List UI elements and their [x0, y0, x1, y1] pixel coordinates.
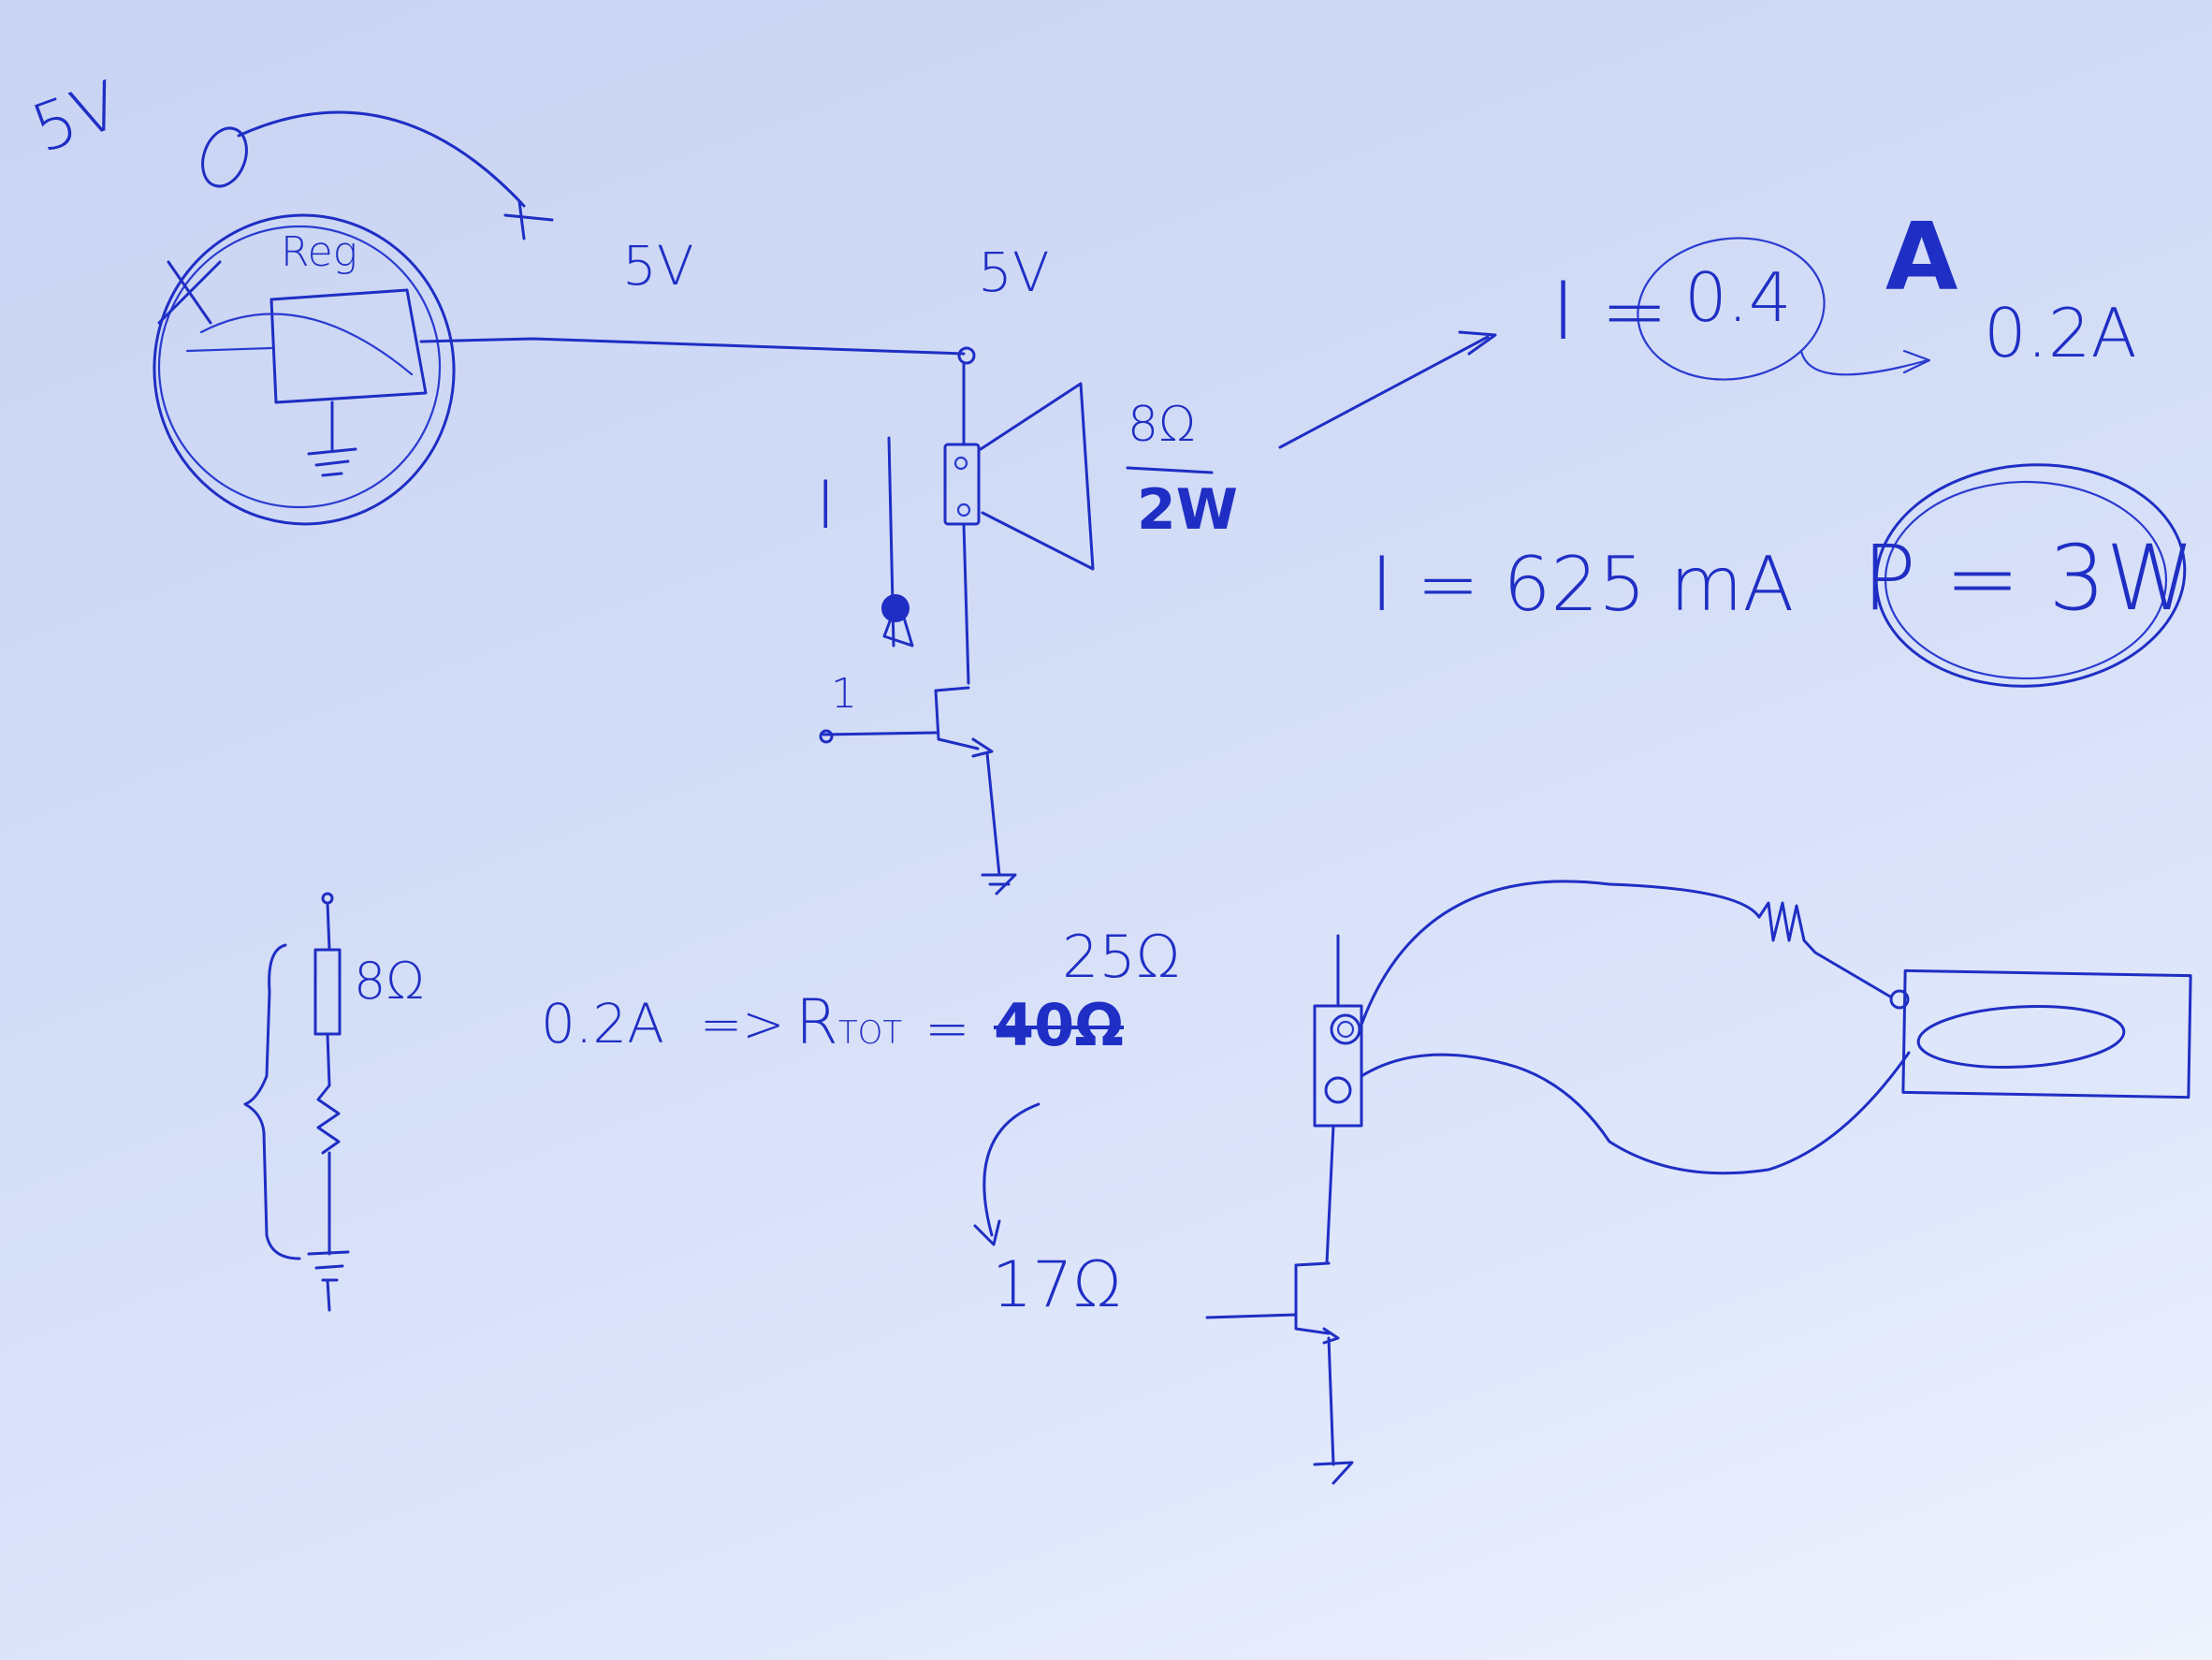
- reg-label: Reg: [281, 228, 358, 276]
- calc-arrow: =>: [700, 995, 785, 1054]
- current-equation-2: I = 625 mA: [1371, 541, 1795, 628]
- regulator-sketch: [153, 213, 456, 526]
- arrow-to-current: [1278, 335, 1490, 449]
- series-resistance-label: 8Ω: [354, 952, 425, 1011]
- arrow-head-current: [1458, 330, 1497, 356]
- current-value: 0.4: [1684, 258, 1792, 337]
- supply-node: [957, 346, 976, 365]
- current-arrow: [881, 436, 914, 648]
- series-resistor-sketch: [243, 892, 350, 1312]
- current-symbol-label: I: [816, 467, 836, 544]
- wire-voltage-label: 5V: [622, 234, 694, 298]
- current-target: 0.2A: [1984, 294, 2137, 372]
- calc-equals: =: [924, 997, 970, 1060]
- calc-final-value: 17Ω: [992, 1248, 1122, 1322]
- node-voltage-label: 5V: [978, 240, 1050, 304]
- calc-rtot-symbol: R: [795, 986, 838, 1058]
- power-circle-outer: [1874, 463, 2187, 688]
- speaker-symbol: [943, 361, 1095, 685]
- arrow-to-17ohm: [982, 1102, 1041, 1237]
- current-equation-prefix: I =: [1551, 265, 1668, 358]
- transistor-top: [819, 686, 1017, 896]
- supply-wire: [419, 337, 966, 356]
- power-equation-text: P = 3W: [1862, 526, 2195, 631]
- speaker-power-label: 2W: [1137, 477, 1238, 543]
- calc-rtot-subscript: TOT: [837, 1014, 903, 1052]
- gate-input-label: 1: [831, 670, 857, 718]
- calc-rtot: RTOT: [795, 992, 902, 1054]
- current-unit: A: [1885, 202, 1958, 312]
- current-value-circle: [1637, 237, 1826, 381]
- speaker-resistance-label: 8Ω: [1128, 397, 1196, 453]
- calc-result-above: 25Ω: [1062, 923, 1181, 991]
- power-circle-inner: [1884, 480, 2168, 680]
- bottom-circuit: [1205, 880, 2192, 1485]
- top-arrow-annotation: [201, 110, 554, 240]
- arrow-head-17ohm: [973, 1219, 1001, 1246]
- arrow-head-target: [1902, 349, 1931, 374]
- arrow-to-target: [1799, 349, 1929, 376]
- calc-current: 0.2A: [541, 992, 664, 1056]
- fraction-line: [1126, 466, 1214, 474]
- calc-crossed-value: 40Ω: [994, 991, 1124, 1059]
